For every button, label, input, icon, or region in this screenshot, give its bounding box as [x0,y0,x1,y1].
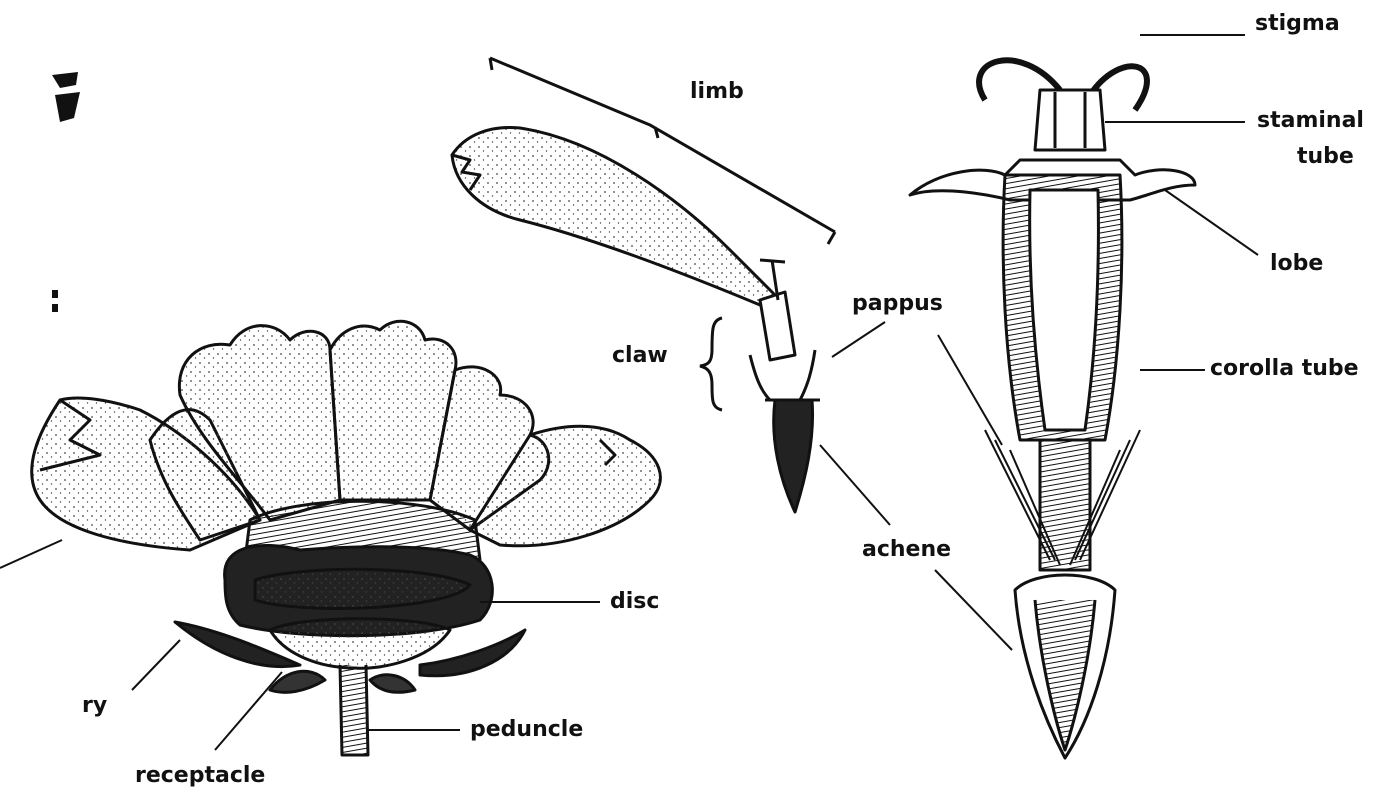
lobe-leader [1165,190,1258,255]
flower-head-illustration [32,321,661,755]
label-claw: claw [612,343,668,368]
disc-floret-illustration [910,60,1195,758]
receptacle-leader [215,672,282,750]
label-stigma: stigma [1255,11,1340,36]
label-staminal-tube-line2: tube [1297,144,1354,169]
label-pappus: pappus [852,291,943,316]
label-limb: limb [690,79,744,104]
cropped-left-edge-fragments [52,72,80,312]
ray-claw [760,292,795,360]
label-peduncle: peduncle [470,717,583,742]
label-lobe: lobe [1270,251,1323,276]
peduncle-stalk [340,665,368,755]
label-corolla-tube: corolla tube [1210,356,1359,381]
ray-limb [452,127,775,305]
label-staminal-tube-line1: staminal [1257,108,1364,133]
label-bract-fragment: ry [82,693,107,718]
claw-brace [700,318,722,410]
ray-achene [774,400,813,512]
label-achene: achene [862,537,951,562]
pappus-leader-2 [938,335,1002,445]
label-disc: disc [610,589,659,614]
ray-leader-left [0,540,62,568]
bract-leader [132,640,180,690]
pappus-leader-1 [832,322,885,357]
staminal-tube-shape [1035,90,1105,150]
label-receptacle: receptacle [135,763,265,788]
receptacle-shape [270,619,450,668]
achene-leader-2 [935,570,1012,650]
achene-leader-1 [820,445,890,525]
